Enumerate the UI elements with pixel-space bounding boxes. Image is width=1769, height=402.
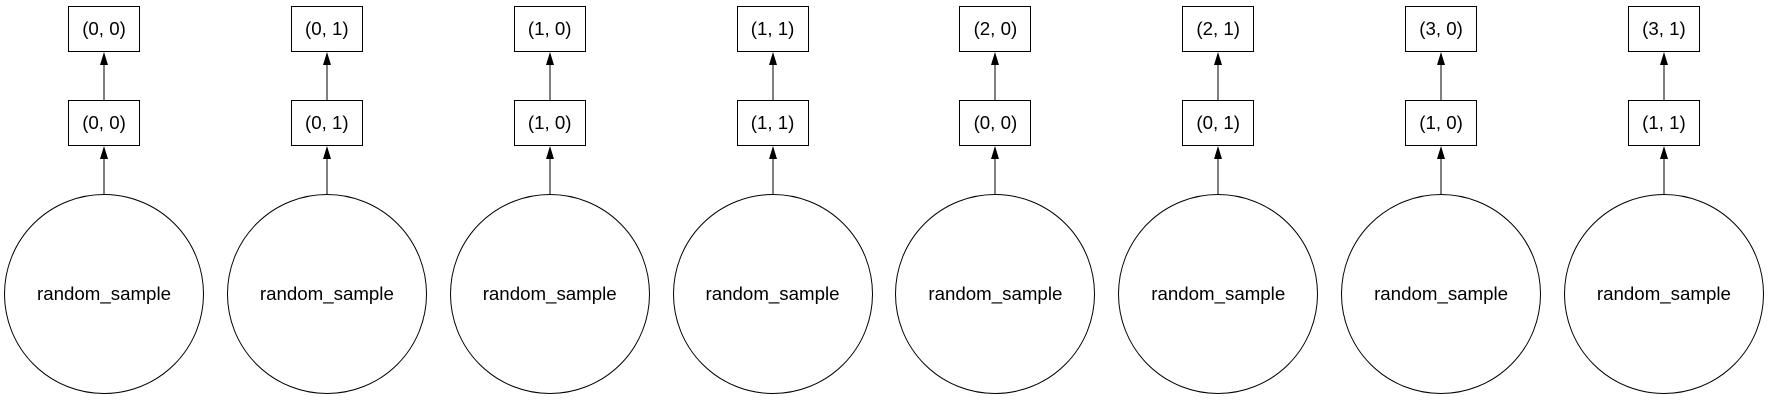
graph-column-1: (0, 1) (0, 1) random_sample bbox=[226, 6, 427, 402]
output-node: (0, 0) bbox=[68, 6, 140, 52]
index-node: (1, 0) bbox=[513, 100, 586, 146]
graph-column-6: (3, 0) (1, 0) random_sample bbox=[1341, 6, 1542, 402]
arrow-up-icon bbox=[1208, 146, 1228, 194]
function-node: random_sample bbox=[672, 194, 873, 394]
arrow-up-icon bbox=[1431, 146, 1451, 194]
arrow-up-icon bbox=[540, 52, 560, 100]
index-node: (0, 0) bbox=[959, 100, 1032, 146]
arrow-up-icon bbox=[763, 52, 783, 100]
arrow-up-icon bbox=[985, 146, 1005, 194]
index-node: (0, 0) bbox=[68, 100, 140, 146]
arrow-up-icon bbox=[985, 52, 1005, 100]
function-node: random_sample bbox=[1563, 194, 1764, 394]
output-node: (2, 0) bbox=[959, 6, 1032, 52]
function-node: random_sample bbox=[1341, 194, 1542, 394]
index-node: (0, 1) bbox=[1182, 100, 1255, 146]
arrow-up-icon bbox=[1654, 52, 1674, 100]
arrow-up-icon bbox=[94, 52, 114, 100]
arrow-up-icon bbox=[94, 146, 114, 194]
output-node: (2, 1) bbox=[1182, 6, 1255, 52]
arrow-up-icon bbox=[1431, 52, 1451, 100]
function-node: random_sample bbox=[895, 194, 1096, 394]
graph-column-7: (3, 1) (1, 1) random_sample bbox=[1563, 6, 1764, 402]
index-node: (1, 1) bbox=[1627, 100, 1700, 146]
output-node: (1, 1) bbox=[736, 6, 809, 52]
index-node: (1, 1) bbox=[736, 100, 809, 146]
function-node: random_sample bbox=[4, 194, 204, 394]
graph-column-3: (1, 1) (1, 1) random_sample bbox=[672, 6, 873, 402]
graph-column-4: (2, 0) (0, 0) random_sample bbox=[895, 6, 1096, 402]
function-node: random_sample bbox=[449, 194, 650, 394]
function-node: random_sample bbox=[1118, 194, 1319, 394]
arrow-up-icon bbox=[1654, 146, 1674, 194]
arrow-up-icon bbox=[763, 146, 783, 194]
output-node: (0, 1) bbox=[290, 6, 363, 52]
graph-column-2: (1, 0) (1, 0) random_sample bbox=[449, 6, 650, 402]
graph-column-5: (2, 1) (0, 1) random_sample bbox=[1118, 6, 1319, 402]
output-node: (3, 1) bbox=[1627, 6, 1700, 52]
graph-column-0: (0, 0) (0, 0) random_sample bbox=[4, 6, 204, 402]
arrow-up-icon bbox=[540, 146, 560, 194]
index-node: (0, 1) bbox=[290, 100, 363, 146]
index-node: (1, 0) bbox=[1405, 100, 1478, 146]
output-node: (3, 0) bbox=[1405, 6, 1478, 52]
arrow-up-icon bbox=[1208, 52, 1228, 100]
function-node: random_sample bbox=[226, 194, 427, 394]
arrow-up-icon bbox=[317, 52, 337, 100]
arrow-up-icon bbox=[317, 146, 337, 194]
output-node: (1, 0) bbox=[513, 6, 586, 52]
